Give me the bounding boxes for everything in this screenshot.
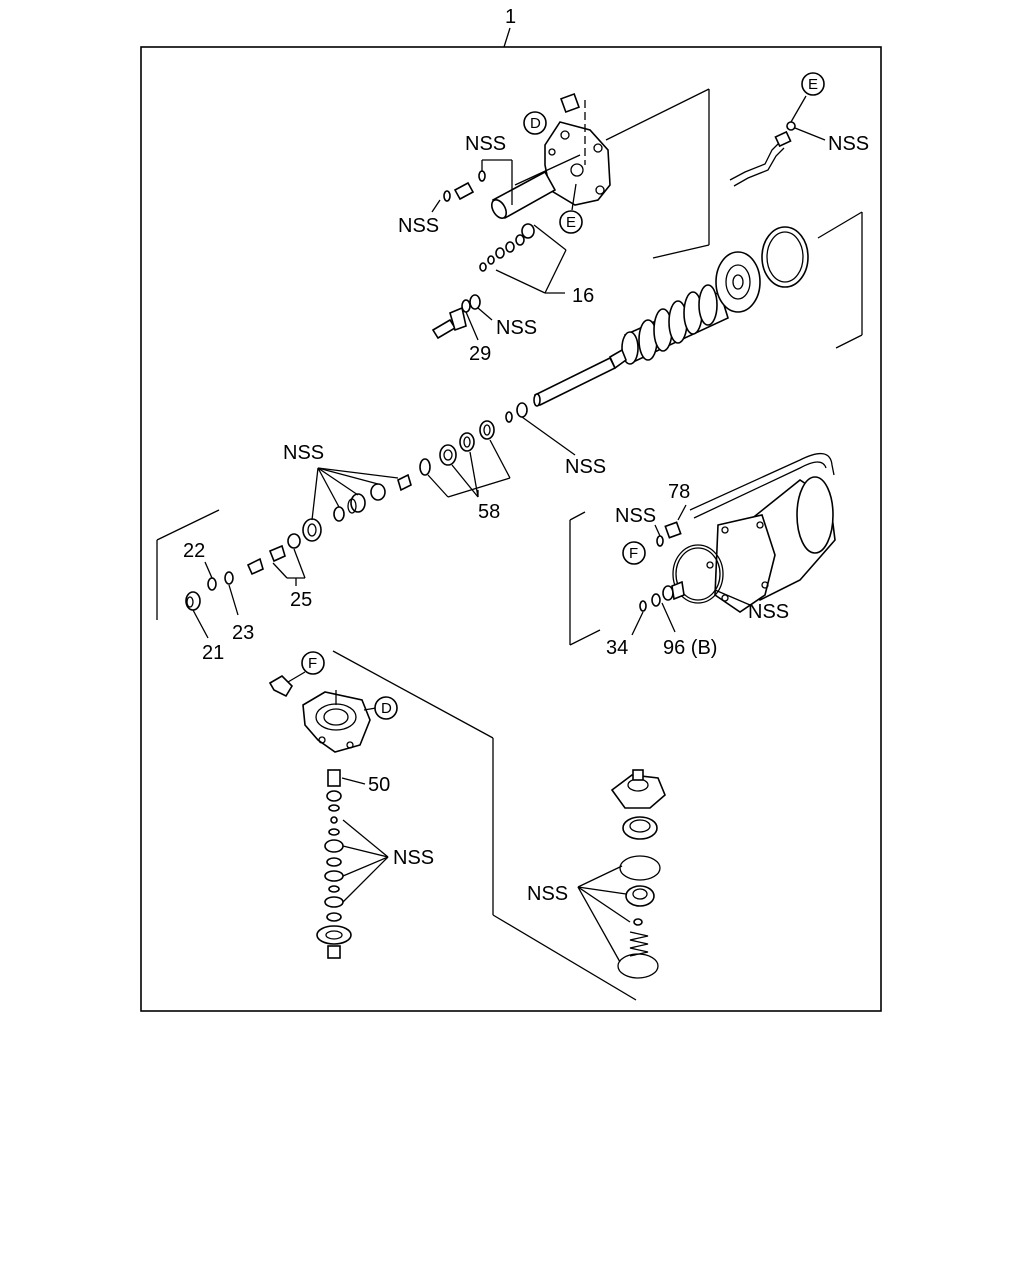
bracket-right-middle — [569, 511, 586, 521]
part-nss-78 — [656, 535, 664, 547]
part-34 — [639, 600, 647, 612]
svg-text:F: F — [629, 545, 638, 562]
label-50: 50 — [368, 774, 390, 796]
o-ring-large — [672, 544, 724, 604]
bracket-seal — [817, 211, 863, 239]
callout-d-top: D — [523, 111, 547, 135]
piston-rod — [533, 348, 627, 407]
label-29: 29 — [469, 343, 491, 365]
part-96b-a — [651, 593, 661, 607]
valve-stack-bottom-right — [610, 769, 666, 979]
valve-body-top — [490, 93, 611, 220]
part-78 — [664, 521, 682, 539]
callout-f-right: F — [622, 541, 646, 565]
bellows-boot — [621, 251, 761, 365]
label-96b: 96 (B) — [663, 637, 717, 659]
elbow-fitting — [268, 674, 294, 698]
assembly-number-label: 1 — [505, 6, 516, 28]
label-nss-middle: NSS — [565, 456, 606, 478]
part-22 — [207, 577, 217, 591]
label-25: 25 — [290, 589, 312, 611]
svg-text:E: E — [566, 214, 576, 231]
svg-text:D: D — [530, 115, 541, 132]
assembly-frame — [140, 46, 882, 1012]
callout-f-bottom: F — [301, 651, 325, 675]
valve-stack-bottom-left — [316, 769, 366, 959]
bracket-top-right — [605, 88, 710, 141]
label-nss-oring: NSS — [748, 601, 789, 623]
label-nss-left-top: NSS — [398, 215, 439, 237]
part-23 — [224, 571, 234, 585]
label-nss-cluster: NSS — [283, 442, 324, 464]
bracket-bottom — [332, 650, 494, 739]
label-nss-valve-left: NSS — [393, 847, 434, 869]
label-23: 23 — [232, 622, 254, 644]
label-nss-29: NSS — [496, 317, 537, 339]
label-58: 58 — [478, 501, 500, 523]
small-ring-left — [443, 190, 451, 202]
svg-text:F: F — [308, 655, 317, 672]
callout-e-top: E — [559, 183, 583, 234]
label-21: 21 — [202, 642, 224, 664]
washer-set-16 — [479, 223, 567, 294]
callout-e-right: E — [801, 72, 825, 96]
label-nss-e-right: NSS — [828, 133, 869, 155]
part-96b-b — [662, 585, 674, 601]
label-16: 16 — [572, 285, 594, 307]
cylinder-housing — [689, 453, 836, 613]
part-group-25 — [246, 533, 306, 586]
svg-text:E: E — [808, 76, 818, 93]
seal-ring-large — [761, 226, 809, 288]
washer-small-a — [505, 411, 513, 423]
seal-cluster-nss — [302, 467, 412, 542]
bracket-left — [156, 509, 220, 541]
bolt-29 — [431, 294, 493, 341]
label-nss-78: NSS — [615, 505, 656, 527]
label-22: 22 — [183, 540, 205, 562]
valve-body-bottom — [302, 690, 371, 753]
assembly-leader — [503, 27, 511, 48]
label-34: 34 — [606, 637, 628, 659]
sensor-wire — [729, 95, 826, 187]
label-nss-top: NSS — [465, 133, 506, 155]
washer-small-b — [516, 402, 528, 418]
label-nss-valve-right: NSS — [527, 883, 568, 905]
label-78: 78 — [668, 481, 690, 503]
small-ring-nss — [478, 170, 486, 182]
seal-set-58 — [419, 420, 511, 498]
callout-d-bottom: D — [374, 696, 398, 720]
svg-text:D: D — [381, 700, 392, 717]
sleeve-part — [453, 181, 475, 201]
